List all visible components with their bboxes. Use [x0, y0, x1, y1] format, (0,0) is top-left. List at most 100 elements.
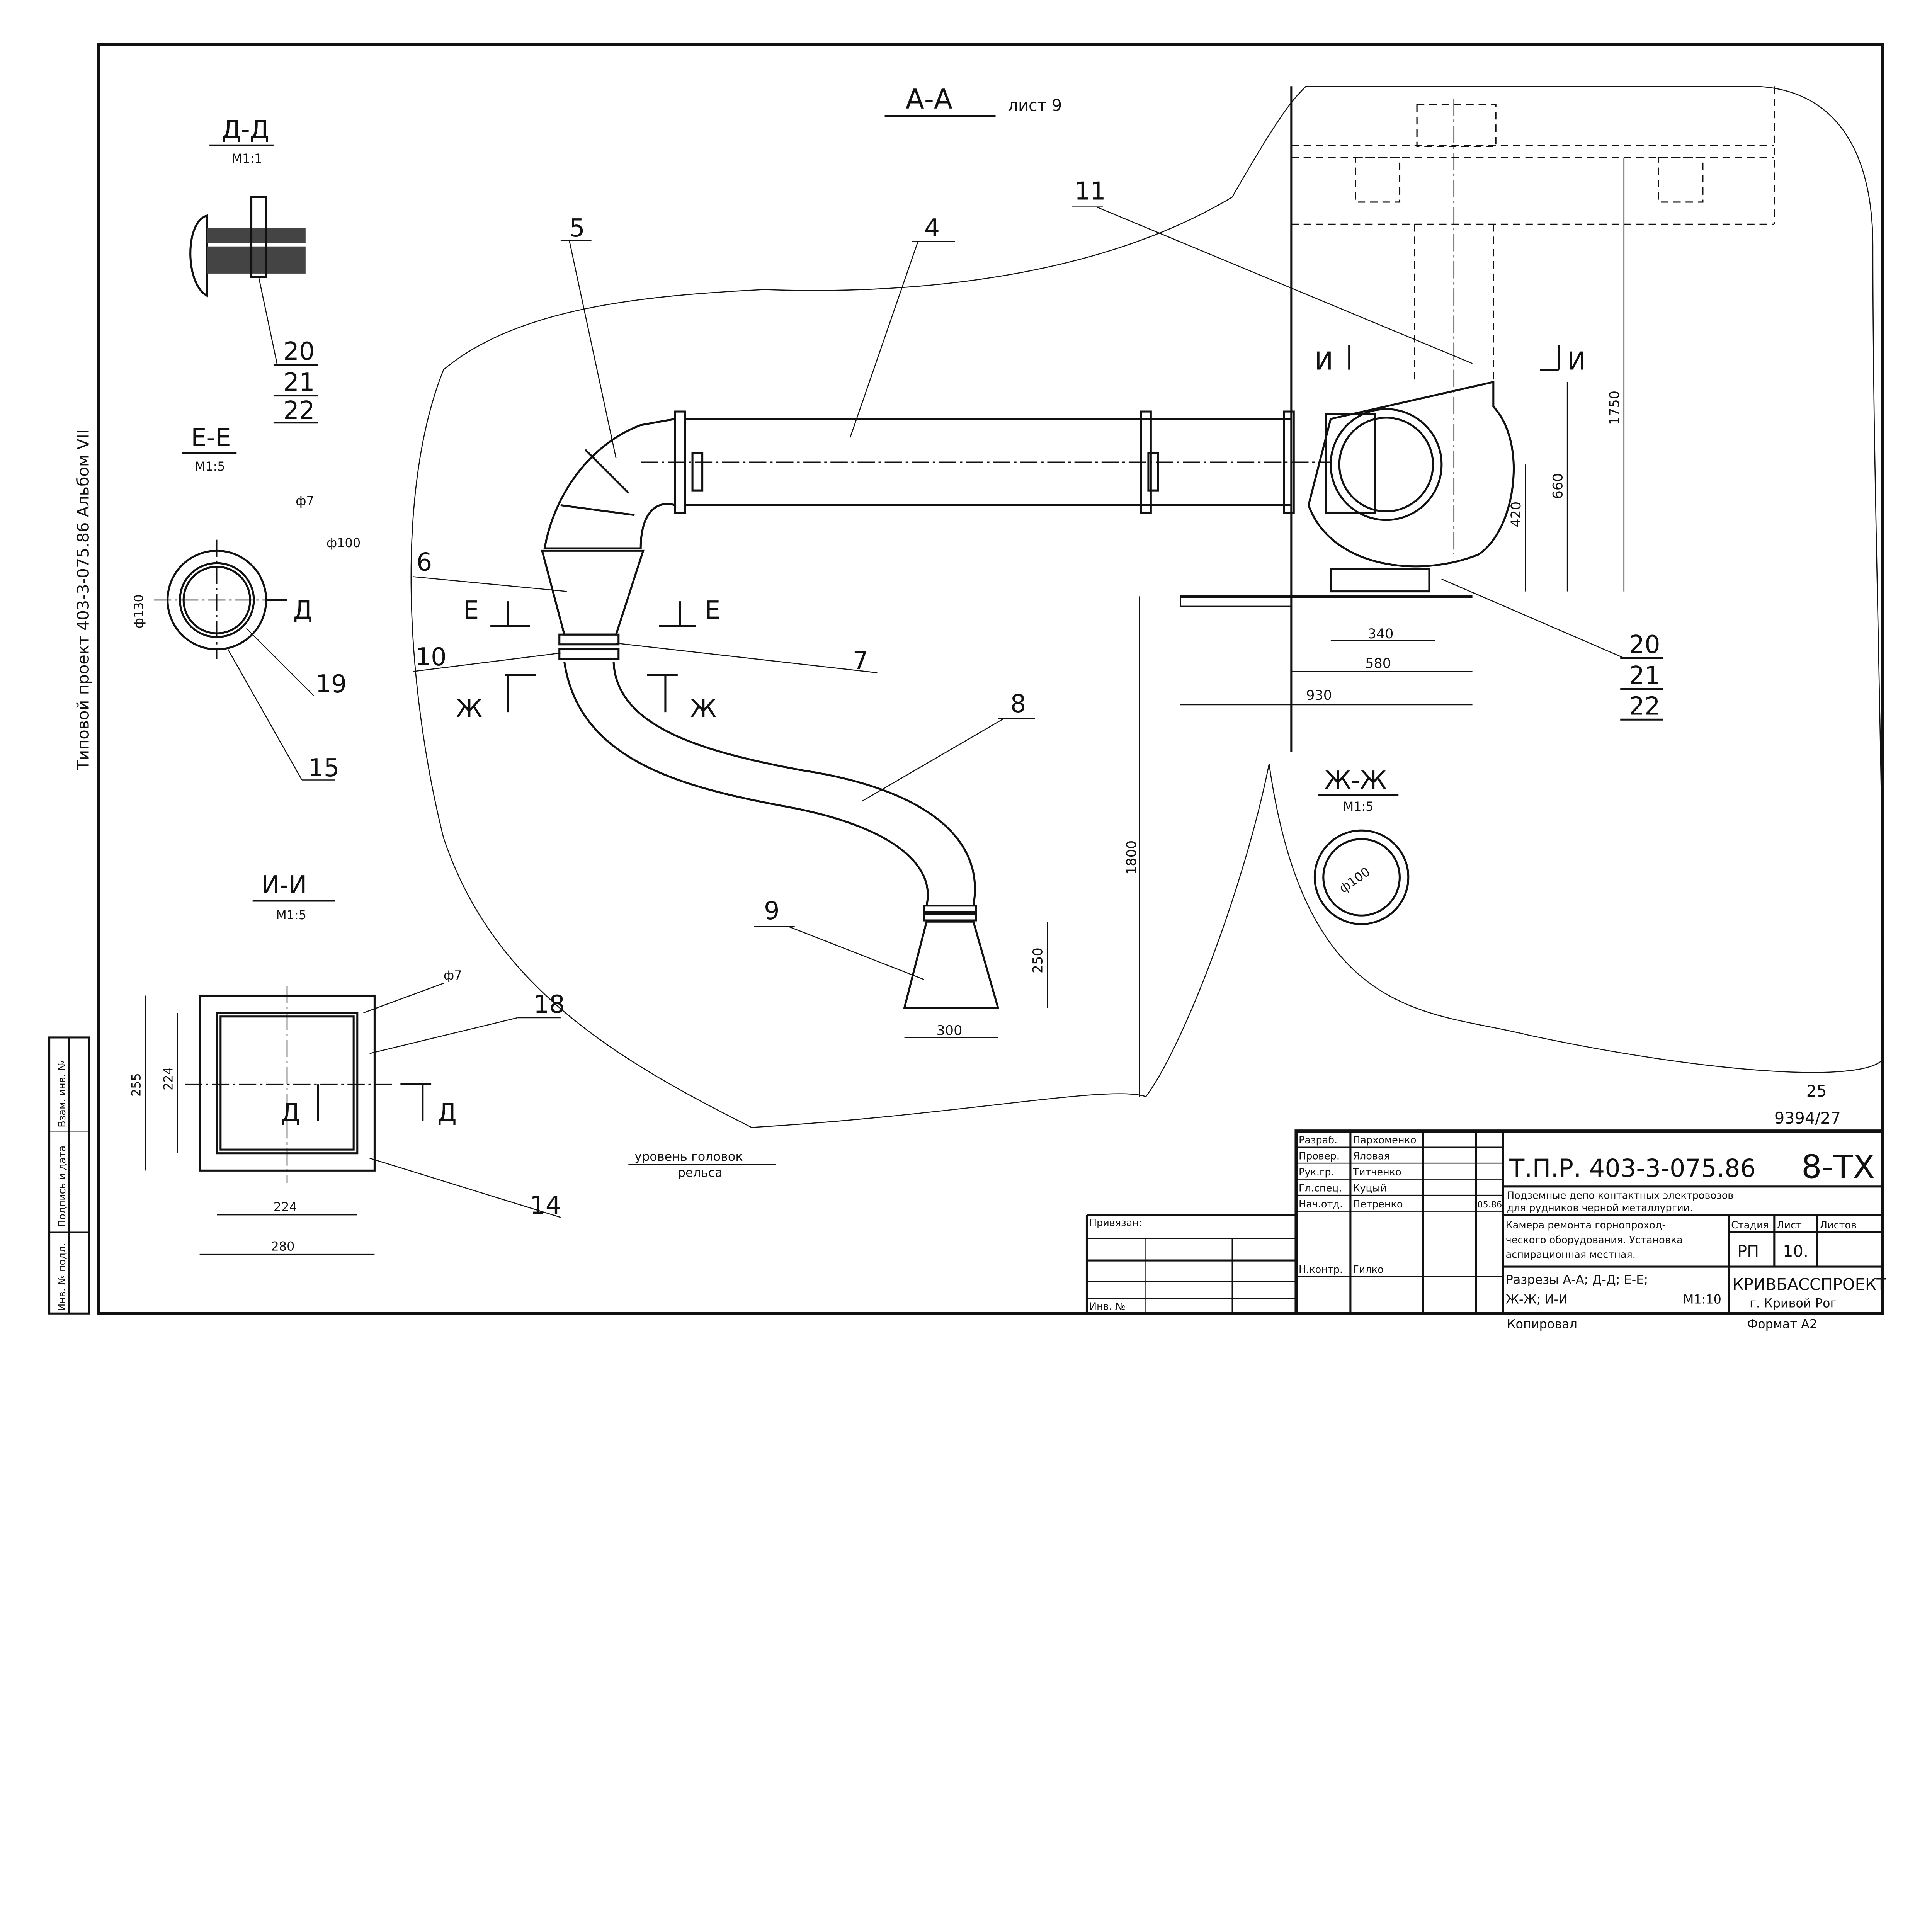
dim-660: 660: [1550, 473, 1566, 499]
stamp-sign-date: Подпись и дата: [56, 1146, 68, 1227]
callout-11: 11: [1075, 177, 1106, 206]
dimensions-main: 1750 660 420 340 580 930 1800 250 300: [904, 158, 1625, 1097]
duct-4: [641, 410, 1331, 514]
section-zhzh: Ж-Ж М1:5 ф100: [1313, 766, 1410, 925]
dim-1800: 1800: [1124, 840, 1139, 875]
callout-10: 10: [415, 643, 447, 672]
tb-sheet-title-2: Ж-Ж; И-И: [1506, 1292, 1568, 1307]
section-ee-scale: М1:5: [195, 459, 225, 474]
tb-chamber-3: аспирационная местная.: [1506, 1249, 1636, 1261]
tb-org: КРИВБАССПРОЕКТ: [1732, 1276, 1886, 1294]
tb-role-row: Разраб.Пархоменко: [1296, 1134, 1503, 1148]
dim-ii-280: 280: [271, 1239, 295, 1254]
callout-20: 20: [283, 337, 315, 366]
tb-format: Формат А2: [1747, 1316, 1818, 1331]
tb-role-row: Нач.отд. Петренко 05.86: [1296, 1199, 1503, 1212]
dim-340: 340: [1368, 626, 1394, 642]
tb-sheet: 10.: [1783, 1242, 1808, 1261]
dim-ee-phi100: ф100: [327, 536, 361, 550]
cut-d-ii-left: Д: [281, 1099, 300, 1128]
tb-role-row: Н.контр. Гилко: [1296, 1264, 1503, 1277]
cut-d-ee: Д: [293, 596, 313, 625]
tb-name: Гилко: [1353, 1264, 1383, 1276]
tb-date: 05.86: [1477, 1200, 1502, 1210]
section-zhzh-title: Ж-Ж: [1325, 766, 1386, 795]
flanges-7-10: [558, 633, 620, 660]
section-ii-scale: М1:5: [276, 908, 306, 922]
sheet-number: 25: [1806, 1082, 1827, 1100]
main-view-title: А-А: [906, 83, 952, 115]
section-ii: И-И М1:5 ф7 18 255 224 224 280 Д Д 14: [129, 871, 565, 1255]
dim-ee-phi7: ф7: [296, 493, 314, 508]
tb-doc-code: Т.П.Р. 403-3-075.86: [1509, 1154, 1756, 1183]
tb-role: Гл.спец.: [1299, 1183, 1342, 1194]
cut-e-left: Е: [463, 596, 479, 625]
callouts: 5 4 11 6 7 10 8 9 20 21 22: [413, 177, 1663, 980]
dim-zh-phi100: ф100: [1337, 864, 1373, 896]
tb-object-1: Подземные депо контактных электровозов: [1507, 1190, 1733, 1202]
tb-privyazan: Привязан:: [1089, 1217, 1142, 1229]
transition-6: [541, 549, 645, 636]
tb-role-row: Рук.гр.Титченко: [1296, 1167, 1503, 1180]
callout-21: 21: [283, 368, 315, 397]
dim-1750: 1750: [1607, 391, 1622, 425]
callout-22-main: 22: [1629, 692, 1660, 721]
tb-city: г. Кривой Рог: [1750, 1296, 1837, 1310]
tb-object-2: для рудников черной металлургии.: [1507, 1202, 1693, 1214]
tb-role: Нач.отд.: [1299, 1199, 1343, 1210]
room-outline: [410, 85, 1884, 1128]
dim-ii-255: 255: [129, 1073, 144, 1097]
drawing-sheet: Инв. № подл. Подпись и дата Взам. инв. №…: [48, 43, 1886, 1331]
dim-ee-phi130: ф130: [131, 594, 146, 628]
tb-name: Титченко: [1352, 1167, 1401, 1178]
sheet-code: 9394/27: [1774, 1109, 1841, 1128]
callout-6: 6: [417, 548, 432, 577]
section-dd-scale: М1:1: [231, 151, 262, 166]
section-zhzh-scale: М1:5: [1343, 799, 1374, 814]
dim-ii-224v: 224: [161, 1067, 175, 1090]
callout-21-main: 21: [1629, 662, 1660, 690]
section-ii-title: И-И: [261, 871, 307, 900]
callout-14: 14: [530, 1191, 561, 1220]
dim-250: 250: [1030, 947, 1046, 973]
tb-chamber-1: Камера ремонта горнопроход-: [1506, 1219, 1666, 1231]
cut-e-right: Е: [705, 596, 720, 625]
hose-8: [563, 661, 976, 906]
building-block: [1290, 86, 1775, 752]
cut-i-left: И: [1315, 347, 1333, 376]
callout-8: 8: [1010, 690, 1026, 718]
tb-name: Куцый: [1353, 1183, 1386, 1194]
tb-role: Провер.: [1299, 1151, 1340, 1162]
section-dd-title: Д-Д: [222, 116, 269, 144]
tb-name: Пархоменко: [1353, 1134, 1416, 1146]
stamp-repl-inv: Взам. инв. №: [56, 1061, 68, 1128]
callout-20-main: 20: [1629, 631, 1660, 659]
callout-15: 15: [308, 754, 339, 782]
dim-300: 300: [936, 1023, 962, 1039]
cut-zh-left: Ж: [456, 695, 483, 723]
tb-name: Петренко: [1353, 1199, 1403, 1210]
sheet-frame: [97, 43, 1884, 1315]
tb-stage-h: Стадия: [1731, 1219, 1769, 1231]
tb-sheet-title-1: Разрезы А-А; Д-Д; Е-Е;: [1506, 1272, 1648, 1287]
tb-name: Яловая: [1353, 1151, 1390, 1162]
tb-sheet-h: Лист: [1777, 1219, 1802, 1231]
title-block: Привязан: Инв. № Разраб.ПархоменкоПровер…: [1085, 1129, 1886, 1331]
dim-ii-phi7: ф7: [444, 968, 462, 983]
callout-stack-20-22-main: 20 21 22: [1441, 578, 1663, 721]
callout-18: 18: [534, 990, 565, 1019]
tb-role: Н.контр.: [1299, 1264, 1343, 1276]
tb-scale: М1:10: [1683, 1292, 1721, 1307]
callout-9: 9: [764, 897, 780, 925]
sheet-ref: лист 9: [1008, 96, 1062, 115]
fan-unit: [1180, 381, 1515, 607]
callout-22: 22: [283, 396, 315, 425]
tb-chamber-2: ческого оборудования. Установка: [1506, 1234, 1683, 1246]
rail-level-1: уровень головок: [634, 1149, 743, 1164]
callout-19: 19: [315, 670, 347, 699]
side-stamp: Инв. № подл. Подпись и дата Взам. инв. №: [48, 1036, 90, 1315]
cut-i-right: И: [1567, 347, 1586, 376]
cut-d-ii-right: Д: [437, 1099, 457, 1128]
hood-9: [903, 905, 1000, 1009]
